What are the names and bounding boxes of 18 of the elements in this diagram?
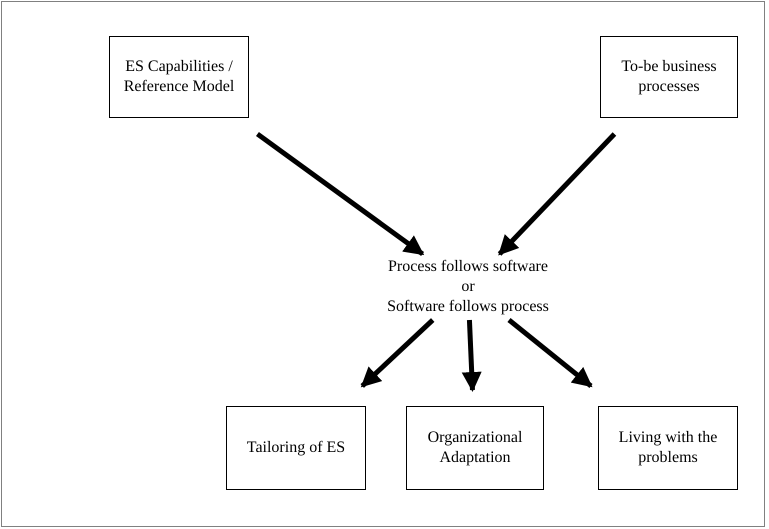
node-text: Tailoring of ES: [246, 438, 346, 458]
process-box: [226, 406, 366, 490]
arrow: [498, 132, 616, 256]
process-box: [600, 36, 738, 118]
node-text: ES Capabilities / Reference Model: [122, 57, 236, 97]
arrow: [256, 132, 424, 256]
node-text: To-be business processes: [620, 57, 718, 97]
node-text: Software follows process: [387, 297, 549, 317]
node-text: Organizational Adaptation: [426, 428, 524, 468]
node-text: Living with the problems: [618, 428, 718, 468]
arrow: [462, 320, 482, 392]
process-box: [598, 406, 738, 490]
node-text: Process follows software: [388, 257, 548, 277]
node-text: or: [461, 277, 475, 297]
arrow: [360, 318, 434, 388]
process-box: [109, 36, 249, 118]
arrow: [507, 318, 593, 388]
process-box: [406, 406, 544, 490]
